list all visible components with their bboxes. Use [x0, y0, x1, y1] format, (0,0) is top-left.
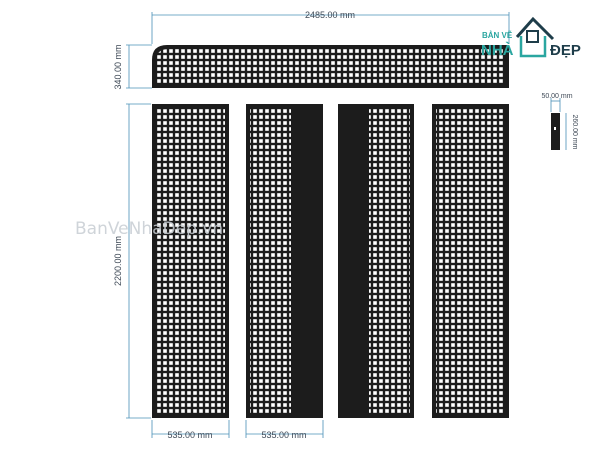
panel1-width-label: 535.00 mm — [167, 430, 212, 440]
dimension-lines — [126, 12, 567, 438]
logo-left-text: NHÀ — [481, 42, 514, 59]
brand-logo: BẢN VẼ NHÀ ĐẸP — [481, 16, 581, 59]
door-panel-2 — [246, 104, 323, 418]
logo-top-text: BẢN VẼ — [482, 31, 513, 40]
door-panel-4 — [432, 104, 509, 418]
detail-bar — [551, 113, 560, 150]
top-height-label: 340.00 mm — [113, 44, 123, 89]
house-roof-icon — [515, 16, 555, 41]
panel2-width-label: 535.00 mm — [261, 430, 306, 440]
door-panel-1 — [152, 104, 229, 418]
house-walls-icon — [519, 36, 547, 58]
logo-right-text: ĐẸP — [550, 42, 581, 59]
detail-width-label: 50.00 mm — [541, 93, 572, 100]
panel-height-label: 2200.00 mm — [113, 236, 123, 286]
watermark-text: BanVeNhaDep.vn — [75, 219, 223, 239]
door-panel-3 — [338, 104, 414, 418]
house-window-icon — [526, 30, 539, 43]
detail-height-label: 260.00 mm — [571, 114, 578, 149]
top-header-panel — [152, 45, 509, 88]
top-width-label: 2485.00 mm — [305, 10, 355, 20]
